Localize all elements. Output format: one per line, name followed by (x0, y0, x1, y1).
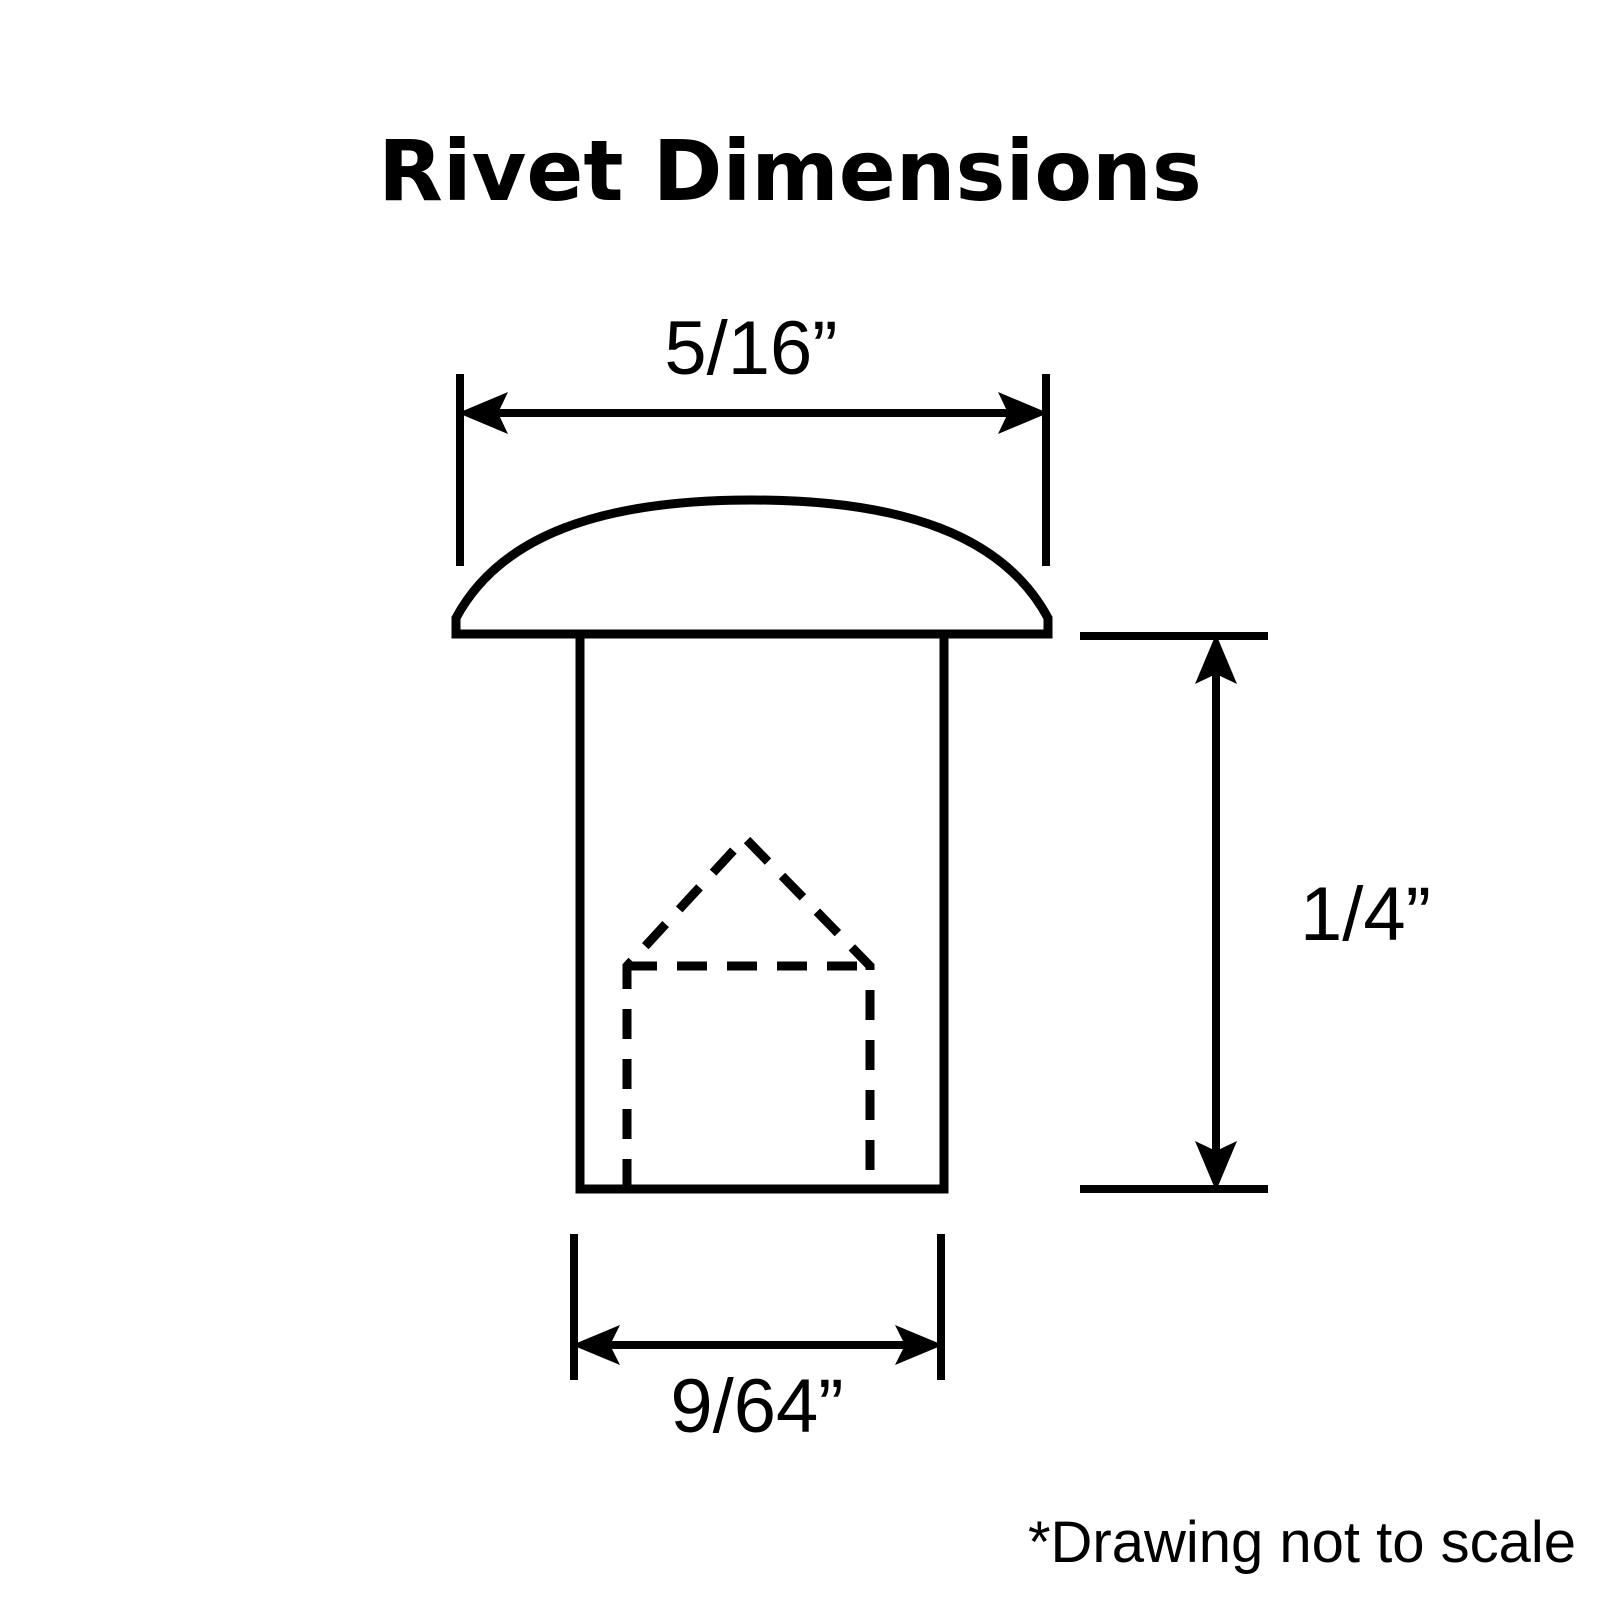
rivet-shank-outline (575, 629, 949, 1194)
drawing-scale-note: *Drawing not to scale (1028, 1510, 1576, 1575)
shank-length-label: 1/4” (1300, 872, 1431, 957)
rivet-head-outline (451, 495, 1053, 639)
rivet-hidden-cavity-group (622, 831, 875, 1189)
head-diameter-arrow-left-icon (458, 392, 508, 434)
shank-diameter-arrow-left-icon (572, 1325, 620, 1365)
shank-diameter-dimension-group: 9/64” (570, 1234, 945, 1449)
shank-diameter-label: 9/64” (670, 1364, 843, 1449)
head-diameter-arrow-right-icon (998, 392, 1048, 434)
figure-title: Rivet Dimensions (378, 122, 1202, 220)
shank-length-dimension-group: 1/4” (1080, 632, 1431, 1193)
shank-length-arrow-bottom-icon (1195, 1141, 1237, 1191)
head-diameter-dimension-group: 5/16” (456, 306, 1050, 566)
shank-length-arrow-top-icon (1195, 634, 1237, 684)
shank-diameter-arrow-right-icon (895, 1325, 943, 1365)
rivet-part-outline-group (451, 495, 1053, 1194)
head-diameter-label: 5/16” (664, 306, 837, 391)
rivet-hidden-cavity-outline (622, 831, 875, 1189)
